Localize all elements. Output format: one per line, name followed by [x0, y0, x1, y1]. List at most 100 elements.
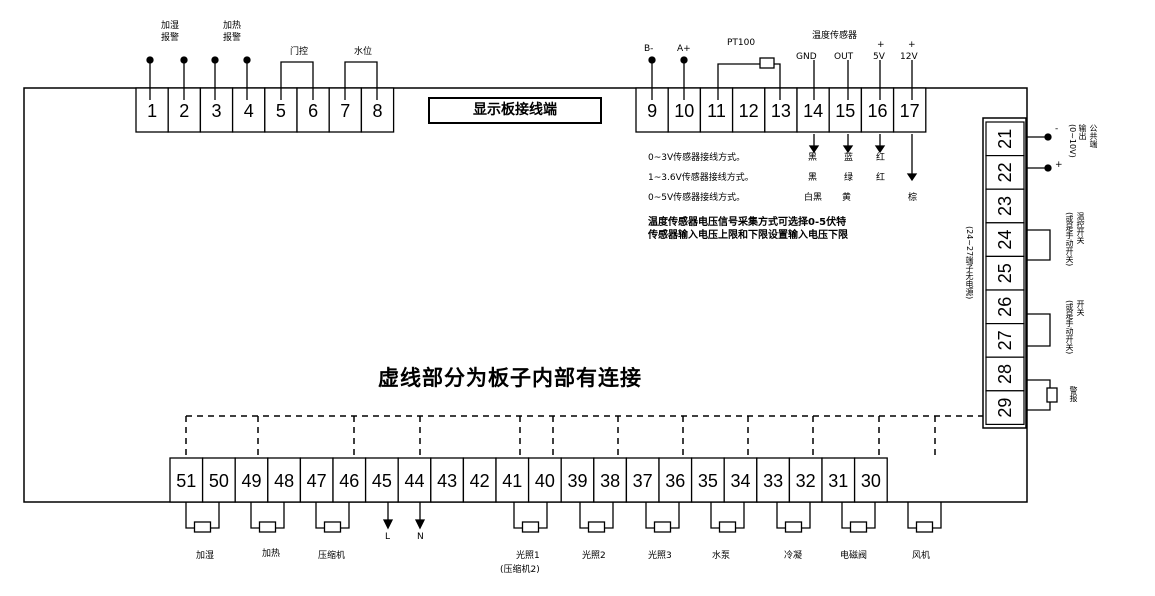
- terminal-1: 1: [135, 87, 169, 133]
- terminal-25: 25: [985, 255, 1025, 291]
- terminal-45: 45: [364, 457, 399, 503]
- terminal-label-28: 28: [995, 364, 1015, 384]
- terminal-label-17: 17: [900, 101, 920, 121]
- terminal-24: 24: [985, 222, 1025, 258]
- terminal-39: 39: [560, 457, 595, 503]
- terminal-16: 16: [860, 87, 895, 133]
- terminal-35: 35: [690, 457, 725, 503]
- load-symbol-3: [315, 502, 350, 533]
- terminal-40: 40: [527, 457, 562, 503]
- terminal-label-12: 12: [739, 101, 759, 121]
- terminal-34: 34: [723, 457, 758, 503]
- label-humidify-alarm: 加湿 报警: [160, 21, 179, 43]
- terminal-label-8: 8: [372, 101, 382, 121]
- terminal-label-36: 36: [665, 471, 685, 491]
- label-sensor: 温度传感器: [812, 31, 858, 41]
- terminal-label-25: 25: [995, 263, 1015, 283]
- sensor-range-note: 温度传感器电压信号采集方式可选择0-5伏特 传感器输入电压上限和下限设置输入电压…: [648, 216, 878, 242]
- terminal-46: 46: [332, 457, 367, 503]
- load-symbol-9: [841, 502, 876, 533]
- board-title: 显示板接线端: [428, 97, 602, 124]
- sensor-row-1-label: 0~3V传感器接线方式。: [648, 153, 746, 163]
- terminal-label-38: 38: [600, 471, 620, 491]
- label-door: 门控: [289, 47, 308, 57]
- terminal-30: 30: [853, 457, 888, 503]
- terminal-label-6: 6: [308, 101, 318, 121]
- load-symbol-4: [513, 502, 548, 533]
- label-cool: 冷凝: [784, 551, 803, 561]
- label-compressor: 压缩机: [318, 551, 346, 561]
- terminal-14: 14: [796, 87, 830, 133]
- terminal-label-40: 40: [535, 471, 555, 491]
- load-symbol-10: [907, 502, 942, 533]
- terminal-label-43: 43: [437, 471, 457, 491]
- terminal-label-16: 16: [867, 101, 887, 121]
- terminal-49: 49: [234, 457, 269, 503]
- label-12v: 12V: [900, 52, 918, 62]
- load-symbol-8: [776, 502, 811, 533]
- load-symbol-2: [250, 502, 285, 533]
- terminal-label-2: 2: [179, 101, 189, 121]
- power-input-arrows: [382, 502, 426, 530]
- terminal-label-24: 24: [995, 230, 1015, 250]
- terminal-33: 33: [756, 457, 791, 503]
- label-alarm-28-29: 警报: [1069, 386, 1078, 402]
- bottom-loads: [185, 502, 942, 533]
- terminal-label-50: 50: [209, 471, 229, 491]
- terminal-32: 32: [788, 457, 823, 503]
- label-fan: 风机: [912, 551, 931, 561]
- label-a-plus: A+: [677, 44, 691, 54]
- terminal-label-32: 32: [796, 471, 816, 491]
- terminal-28: 28: [985, 356, 1025, 392]
- label-water: 水位: [353, 47, 372, 57]
- sensor-row-2-c16: 红: [876, 173, 886, 183]
- label-dry-contact: (24~27端子无电源): [965, 226, 974, 300]
- label-b-minus: B-: [644, 44, 654, 54]
- terminal-15: 15: [828, 87, 863, 133]
- top-connectors: [146, 56, 918, 182]
- terminal-4: 4: [231, 87, 266, 133]
- terminal-41: 41: [495, 457, 530, 503]
- label-light1: 光照1: [516, 551, 540, 561]
- terminal-label-7: 7: [340, 101, 350, 121]
- label-gnd: GND: [796, 52, 817, 62]
- sensor-row-1-c14: 黑: [808, 153, 818, 163]
- sensor-row-2-c14: 黑: [808, 173, 818, 183]
- load-symbol-5: [579, 502, 614, 533]
- label-pump: 水泵: [712, 551, 731, 561]
- terminal-44: 44: [397, 457, 432, 503]
- terminal-label-48: 48: [274, 471, 294, 491]
- label-switch-24-25: 温控开关 (或是手动开关): [1065, 212, 1085, 267]
- label-heat-alarm: 加热 报警: [222, 21, 241, 43]
- terminal-11: 11: [699, 87, 734, 133]
- sensor-row-3-label: 0~5V传感器接线方式。: [648, 193, 746, 203]
- sensor-wiring-table: 0~3V传感器接线方式。 黑 蓝 红 1~3.6V传感器接线方式。 黑 绿 红 …: [648, 150, 948, 205]
- label-out: OUT: [834, 52, 854, 62]
- sensor-row-3-c15: 黄: [842, 193, 852, 203]
- terminal-8: 8: [360, 87, 395, 133]
- terminal-label-29: 29: [995, 398, 1015, 418]
- load-symbol-7: [710, 502, 745, 533]
- terminal-label-30: 30: [861, 471, 881, 491]
- terminal-label-47: 47: [307, 471, 327, 491]
- terminal-label-22: 22: [995, 162, 1015, 182]
- terminal-label-45: 45: [372, 471, 392, 491]
- terminal-22: 22: [985, 155, 1025, 190]
- terminal-37: 37: [625, 457, 660, 503]
- label-5v: 5V: [873, 52, 885, 62]
- label-plus-5v: +: [877, 40, 885, 50]
- label-switch-26-27: 开关 (或是手动开关): [1065, 300, 1085, 355]
- terminal-label-11: 11: [707, 101, 726, 121]
- terminal-label-46: 46: [339, 471, 359, 491]
- terminal-label-9: 9: [647, 101, 657, 121]
- terminal-label-35: 35: [698, 471, 718, 491]
- terminal-label-31: 31: [828, 471, 848, 491]
- label-light2: 光照2: [582, 551, 606, 561]
- terminal-27: 27: [985, 323, 1025, 358]
- terminal-label-26: 26: [995, 297, 1015, 317]
- terminal-21: 21: [985, 121, 1025, 157]
- terminal-label-13: 13: [771, 101, 791, 121]
